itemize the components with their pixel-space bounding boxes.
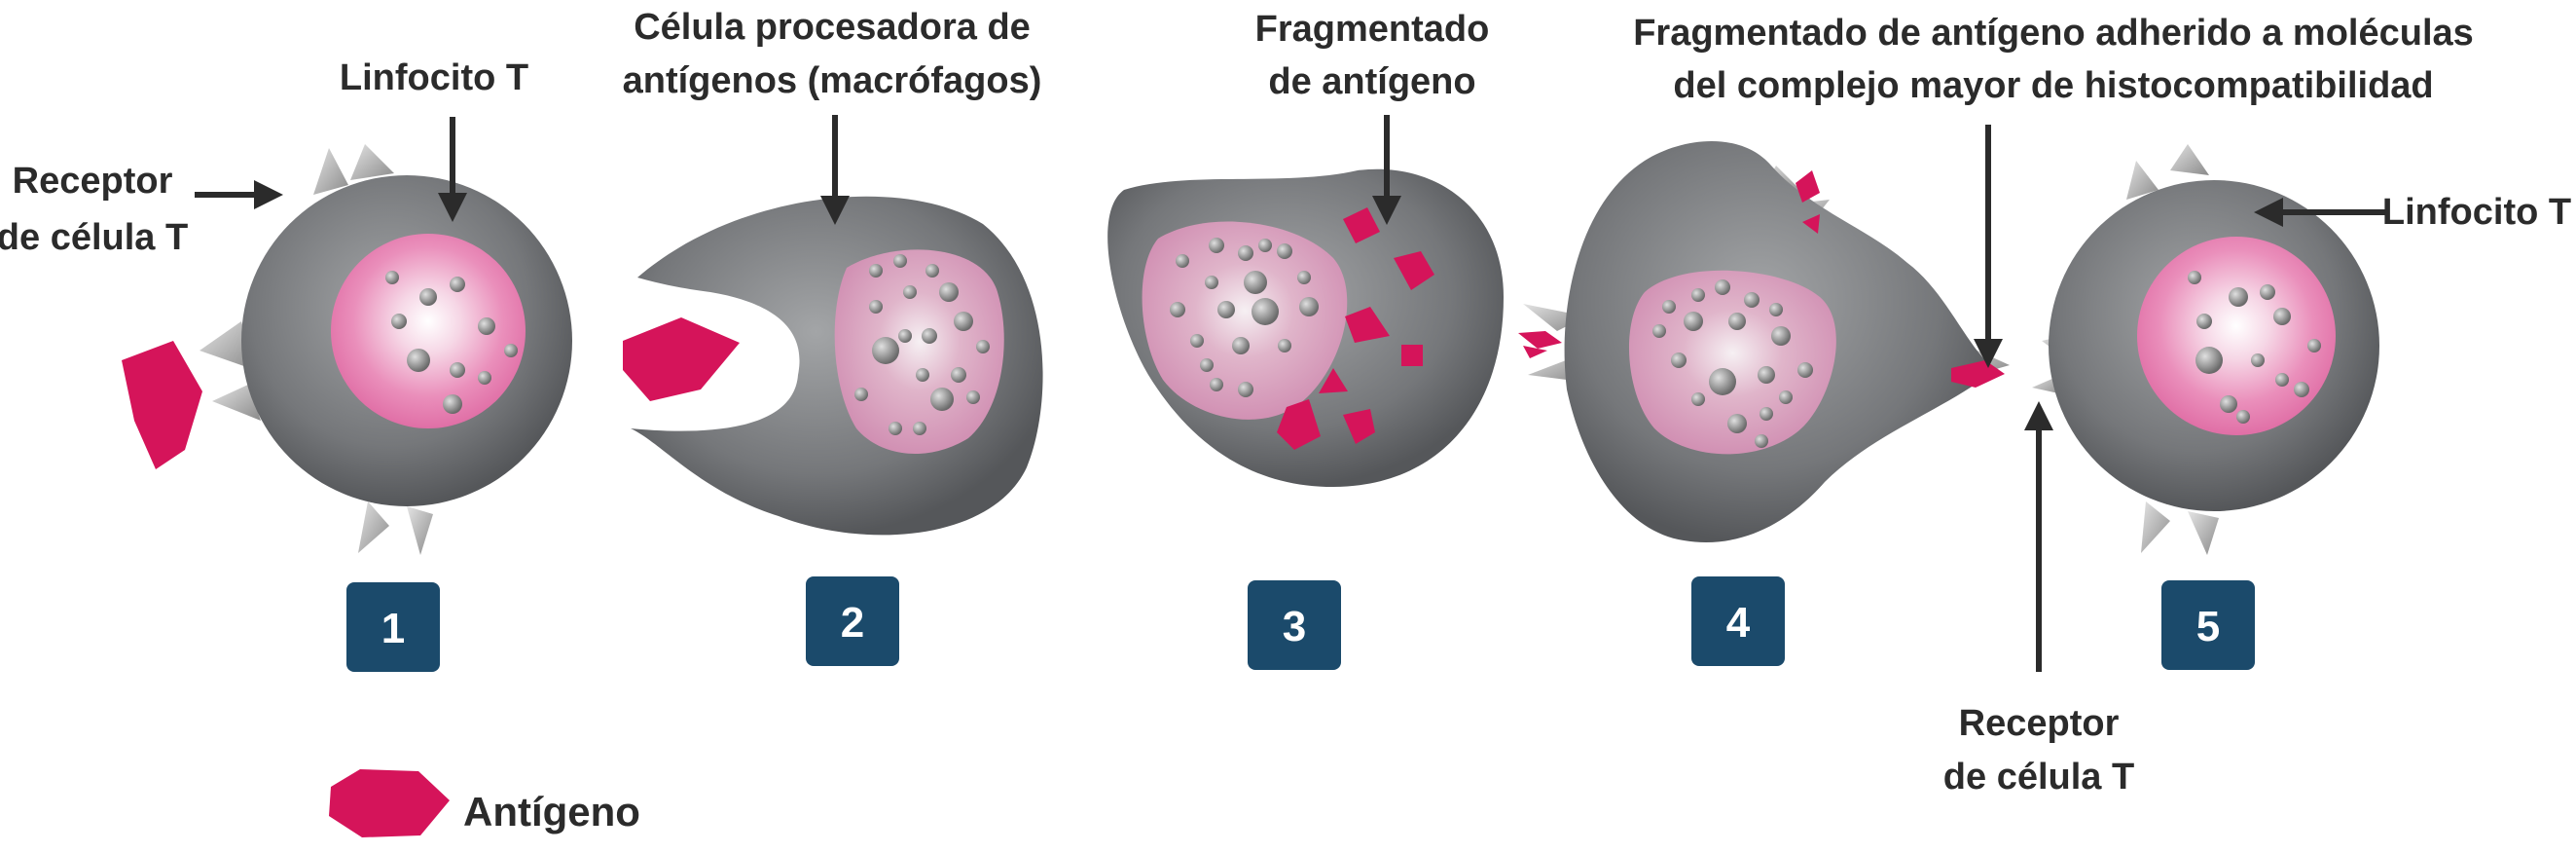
label-lymphocyte-1: Linfocito T	[340, 57, 528, 98]
svg-text:Fragmentado: Fragmentado	[1255, 9, 1490, 50]
receptor-spike	[212, 385, 261, 421]
svg-text:3: 3	[1283, 603, 1306, 650]
receptor-spike	[350, 144, 394, 180]
svg-text:5: 5	[2196, 603, 2220, 650]
apc-cell-2	[631, 196, 1043, 536]
label-apc: Célula procesadora de antígenos (macrófa…	[623, 7, 1042, 101]
svg-text:Célula procesadora de: Célula procesadora de	[634, 7, 1031, 48]
nucleus	[331, 234, 526, 428]
step-badge-5: 5	[2161, 580, 2255, 670]
antigen-particle	[623, 317, 740, 401]
svg-text:4: 4	[1726, 599, 1751, 647]
svg-text:del complejo mayor de histocom: del complejo mayor de histocompatibilida…	[1673, 65, 2433, 106]
nucleus-granules	[1170, 238, 1319, 397]
nucleus-granules	[1652, 279, 1813, 448]
svg-text:Fragmentado de antígeno adheri: Fragmentado de antígeno adherido a moléc…	[1633, 13, 2474, 54]
receptor-spike	[2188, 511, 2219, 555]
svg-text:Receptor: Receptor	[1959, 703, 2120, 744]
label-tcell-receptor-5: Receptor de célula T	[1943, 703, 2134, 797]
receptor-spike	[200, 321, 255, 370]
svg-text:1: 1	[381, 605, 405, 652]
step-badge-3: 3	[1248, 580, 1341, 670]
apc-cell-4	[1518, 141, 2010, 542]
label-lymphocyte-5: Linfocito T	[2382, 192, 2571, 233]
nucleus-granules	[854, 254, 990, 435]
tcell-5	[2032, 144, 2379, 555]
step-badge-1: 1	[346, 582, 440, 672]
svg-text:antígenos (macrófagos): antígenos (macrófagos)	[623, 60, 1042, 101]
receptor-spike	[2141, 501, 2170, 553]
nucleus-granules	[2188, 271, 2321, 424]
receptor-spike	[2126, 161, 2159, 200]
nucleus	[2137, 237, 2336, 435]
step-badge-2: 2	[806, 576, 899, 666]
legend-antigen-icon	[329, 769, 450, 837]
svg-text:Receptor: Receptor	[13, 161, 173, 202]
legend: Antígeno	[329, 769, 640, 837]
receptor-spike	[358, 501, 389, 553]
receptor-spike	[2170, 144, 2209, 175]
label-fragmented: Fragmentado de antígeno	[1255, 9, 1490, 102]
pointer-arrows	[195, 115, 2389, 672]
svg-text:2: 2	[841, 599, 864, 647]
svg-text:de antígeno: de antígeno	[1268, 61, 1475, 102]
svg-text:de célula T: de célula T	[0, 217, 188, 258]
tcell-1	[200, 144, 572, 555]
label-tcell-receptor-1: Receptor de célula T	[0, 161, 188, 258]
nucleus	[1628, 270, 1836, 455]
receptor-spike	[407, 506, 433, 555]
label-mhc: Fragmentado de antígeno adherido a moléc…	[1633, 13, 2474, 106]
nucleus	[1142, 221, 1348, 420]
nucleus-granules	[385, 271, 518, 414]
antigen-particle	[122, 341, 202, 469]
step-badge-4: 4	[1691, 576, 1785, 666]
legend-antigen-label: Antígeno	[463, 789, 640, 834]
receptor-spike	[313, 148, 348, 195]
apc-cell-3	[1107, 168, 1504, 488]
svg-text:de célula T: de célula T	[1943, 757, 2134, 797]
antigen-fragments	[1277, 207, 1434, 450]
